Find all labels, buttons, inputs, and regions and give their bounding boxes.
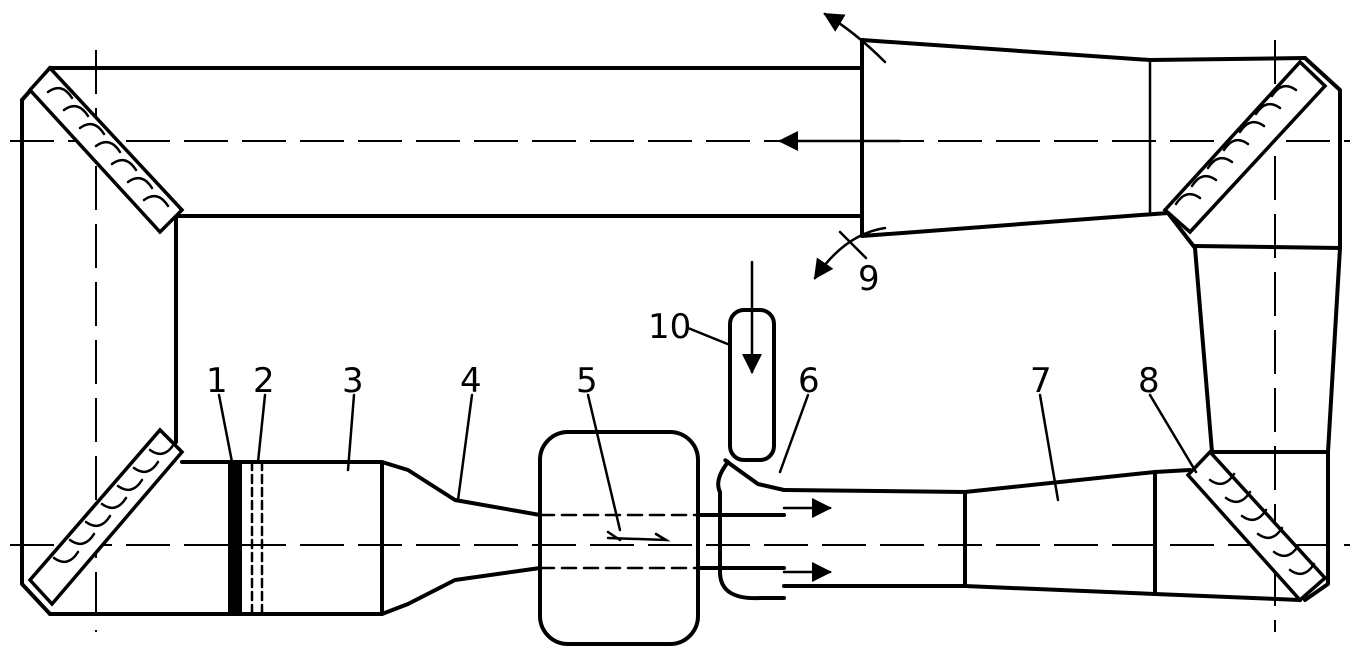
label-7: 7 [1030,361,1052,401]
callout-labels: 1 2 3 4 5 6 7 8 9 10 [206,259,1160,401]
label-1: 1 [206,361,228,401]
model [606,530,671,542]
injector-duct [698,260,832,601]
honeycomb [228,462,242,614]
return-circuit [20,56,1342,616]
fan-section [778,12,1170,280]
corner-vanes-top-right [1162,59,1328,235]
label-6: 6 [798,361,820,401]
corner-vanes-bottom-left [27,427,185,607]
label-9: 9 [858,259,880,299]
label-10: 10 [648,307,691,347]
settling-chamber [180,460,542,616]
corner-vanes-bottom-right [1185,449,1328,603]
label-5: 5 [576,361,598,401]
label-8: 8 [1138,361,1160,401]
label-3: 3 [342,361,364,401]
corner-vanes-top-left [27,65,185,235]
label-2: 2 [253,361,275,401]
leader-lines [217,326,1198,532]
label-4: 4 [460,361,482,401]
test-section [538,430,700,646]
diffuser [782,468,1302,602]
